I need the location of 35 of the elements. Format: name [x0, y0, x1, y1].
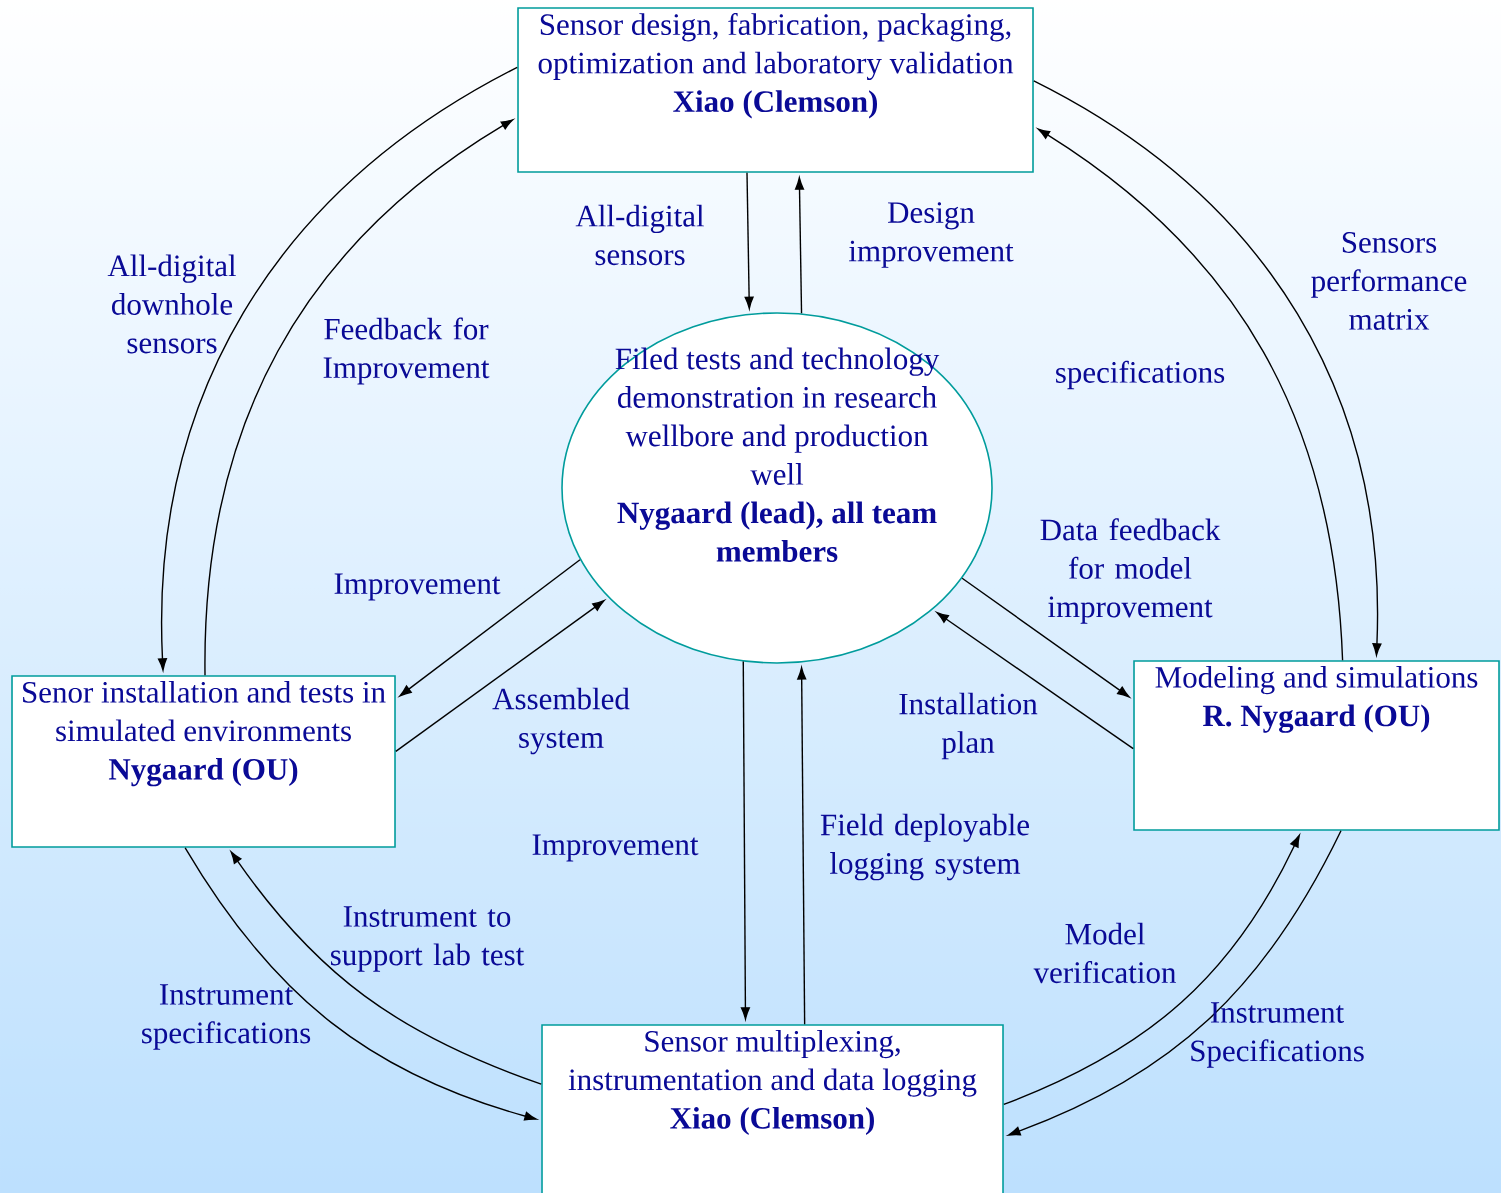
edge-label: Instrument specifications — [142, 984, 311, 1050]
arrow — [1033, 80, 1382, 656]
edge-label: Assembled system — [492, 687, 630, 755]
arrow — [184, 847, 537, 1121]
edge-label: specifications — [1056, 360, 1225, 390]
arrow — [794, 177, 805, 315]
arrow — [744, 172, 754, 310]
arrow — [961, 577, 1130, 698]
arrow — [1037, 128, 1344, 661]
edge-label: Feedback for Improvement — [323, 317, 490, 385]
edge-label: Installation plan — [899, 692, 1038, 760]
arrow — [204, 119, 514, 676]
arrow — [1008, 830, 1342, 1136]
arrow — [797, 667, 807, 1025]
edge-label: Data feedback for model improvement — [1040, 518, 1221, 624]
arrow — [157, 66, 518, 671]
arrow — [399, 559, 581, 697]
arrow — [740, 660, 750, 1020]
edge-label: All-digital downhole sensors — [107, 254, 236, 354]
edge-label: Improvement — [532, 834, 699, 862]
process-box: Modeling and simulations R. Nygaard (OU) — [1133, 660, 1500, 831]
edge-label: Field deployable logging system — [820, 813, 1029, 881]
arrow — [395, 599, 605, 753]
arrow — [1003, 834, 1300, 1106]
arrow — [230, 851, 542, 1085]
edge-label: Improvement — [334, 573, 501, 601]
process-box: Sensor multiplexing, instrumentation and data logging Xiao (Clemson) — [541, 1024, 1004, 1193]
edge-label: Design improvement — [849, 202, 1014, 268]
edge-label: Model verification — [1033, 922, 1176, 984]
edge-label: Instrument to support lab test — [331, 906, 525, 972]
edge-label: All-digital sensors — [575, 204, 704, 266]
process-box: Senor installation and tests in simulated environments Nygaard (OU) — [11, 675, 396, 848]
edge-label: Sensors performance matrix — [1311, 232, 1467, 330]
process-box: Sensor design, fabrication, packaging, optimization and laboratory validation Xiao (Clemson) — [517, 7, 1034, 173]
arrow — [936, 611, 1134, 750]
